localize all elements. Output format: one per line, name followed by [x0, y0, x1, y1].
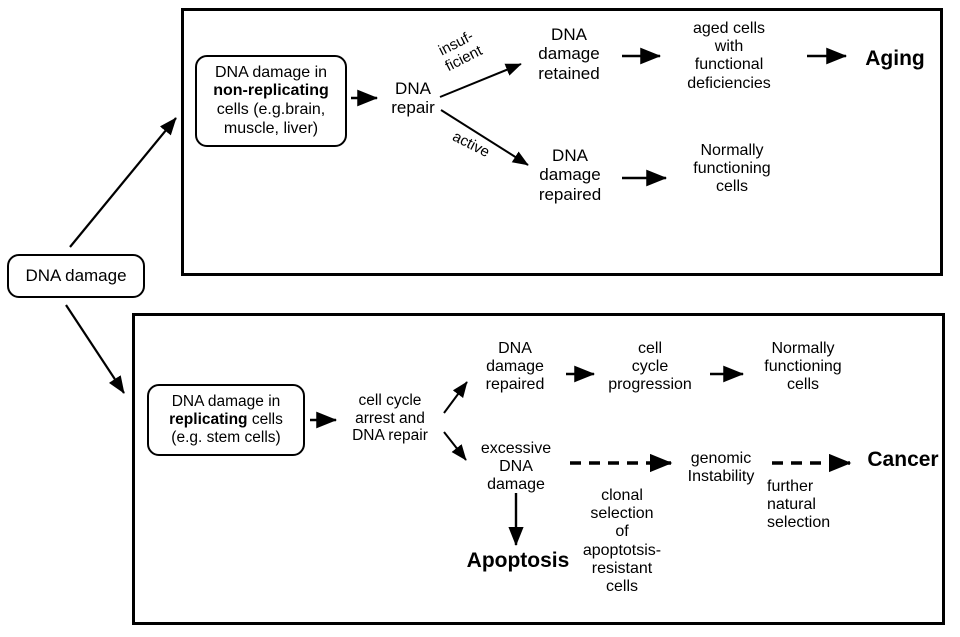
node-dna-damage-repaired-top: DNA damage repaired: [538, 146, 602, 204]
node-non-replicating-cells: DNA damage in non-replicating cells (e.g…: [195, 55, 347, 147]
edge-label-clonal-selection: clonal selection of apoptotsis- resistan…: [582, 487, 662, 596]
edge-label-further-natural-selection: further natural selection: [767, 478, 831, 532]
node-replicating-cells: DNA damage in replicating cells (e.g. st…: [147, 384, 305, 456]
panel-replicating: [132, 313, 945, 625]
nonrep-line1: DNA damage in: [214, 63, 328, 81]
panel-non-replicating: [181, 8, 943, 276]
node-cell-cycle-arrest-dna-repair: cell cycle arrest and DNA repair: [352, 392, 428, 445]
nonrep-line2-bold: non-replicating: [213, 82, 329, 100]
node-dna-damage-repaired-bottom: DNA damage repaired: [485, 340, 545, 394]
node-genomic-instability: genomic Instability: [687, 450, 755, 486]
node-dna-damage-label: DNA damage: [25, 266, 127, 286]
node-cell-cycle-progression: cell cycle progression: [608, 340, 692, 394]
node-dna-repair: DNA repair: [391, 79, 435, 118]
rep-line3: (e.g. stem cells): [171, 428, 281, 446]
node-normally-functioning-cells-top: Normally functioning cells: [693, 142, 771, 196]
node-normally-functioning-cells-bottom: Normally functioning cells: [764, 340, 842, 394]
node-dna-damage: DNA damage: [7, 254, 145, 298]
rep-line2-rest: cells: [247, 411, 283, 429]
node-cancer: Cancer: [867, 448, 939, 471]
node-dna-damage-retained: DNA damage retained: [538, 25, 600, 83]
node-aging: Aging: [865, 47, 925, 70]
edge-root-to-top: [69, 117, 177, 248]
rep-line1: DNA damage in: [171, 393, 281, 411]
nonrep-line4: muscle, liver): [223, 119, 319, 137]
node-apoptosis: Apoptosis: [466, 549, 570, 572]
rep-line2-bold: replicating: [169, 411, 248, 429]
edge-root-to-bottom: [65, 304, 125, 394]
node-excessive-dna-damage: excessive DNA damage: [480, 440, 552, 494]
nonrep-line3: cells (e.g.brain,: [216, 101, 326, 118]
node-aged-cells-functional-deficiencies: aged cells with functional deficiencies: [687, 20, 771, 92]
